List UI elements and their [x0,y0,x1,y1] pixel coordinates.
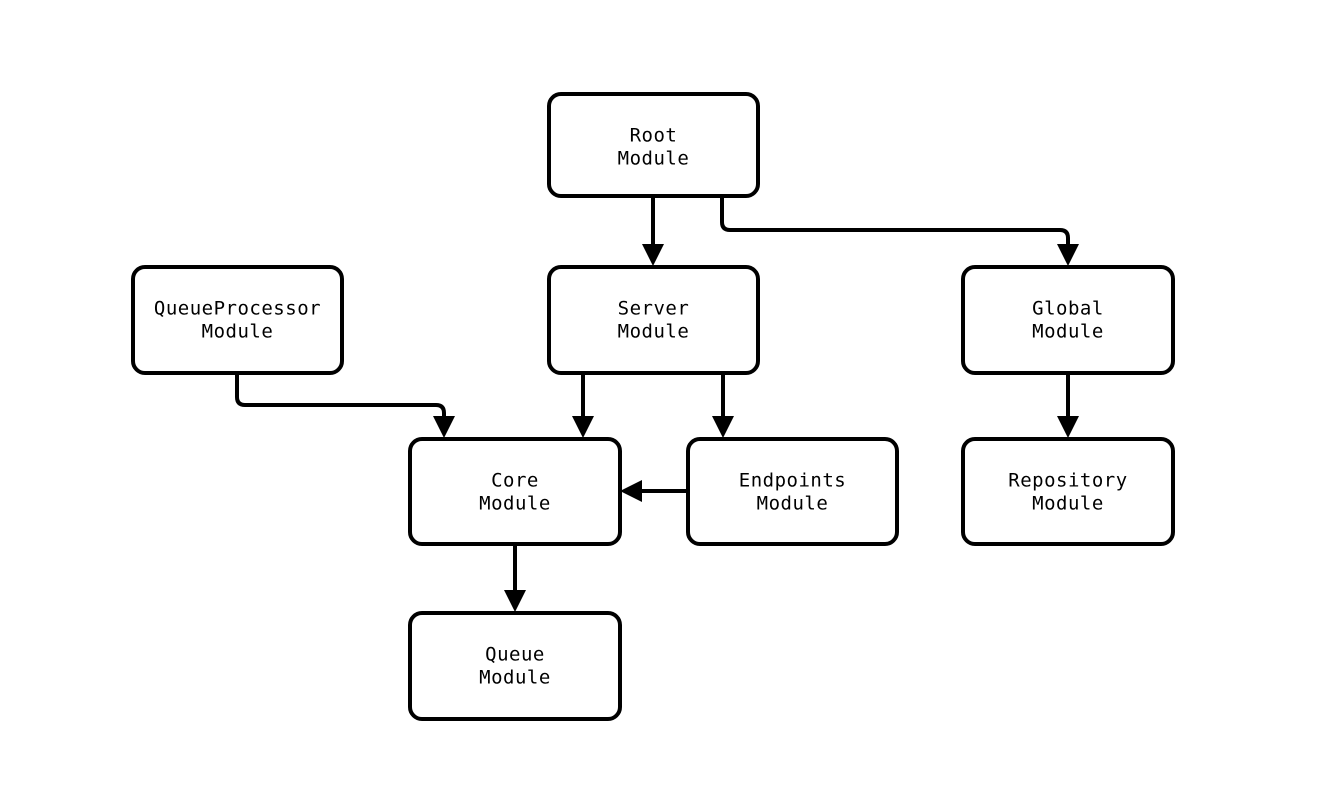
queueprocessor-module-node[interactable]: QueueProcessor Module [131,265,344,375]
edge-root-to-global-line [720,196,1070,252]
edge-root-to-server [642,196,664,266]
global-module-label-line1: Global [1032,298,1104,320]
server-module-box[interactable] [547,265,760,375]
core-module-box[interactable] [408,437,622,546]
endpoints-module-label-line2: Module [757,493,829,515]
edge-core-to-queue [504,544,526,612]
edge-root-to-global [720,196,1079,266]
edge-root-to-global-arrowhead [1057,244,1079,266]
repository-module-label-line1: Repository [1008,470,1127,492]
queue-module-node[interactable]: Queue Module [408,611,622,721]
core-module-label-line2: Module [479,493,551,515]
edge-server-to-core [572,373,594,438]
root-module-label-line2: Module [618,148,690,170]
endpoints-module-label-line1: Endpoints [739,470,846,492]
endpoints-module-node[interactable]: Endpoints Module [686,437,899,546]
global-module-box[interactable] [961,265,1175,375]
queue-module-box[interactable] [408,611,622,721]
queueprocessor-module-box[interactable] [131,265,344,375]
edge-endpoints-to-core [620,480,688,502]
edge-server-to-endpoints [712,373,734,438]
core-module-label-line1: Core [491,470,539,492]
edge-queueprocessor-to-core-line [235,373,446,424]
global-module-label-line2: Module [1032,321,1104,343]
core-module-node[interactable]: Core Module [408,437,622,546]
repository-module-label-line2: Module [1032,493,1104,515]
root-module-label-line1: Root [630,125,678,147]
edge-endpoints-to-core-arrowhead [620,480,642,502]
endpoints-module-box[interactable] [686,437,899,546]
repository-module-node[interactable]: Repository Module [961,437,1175,546]
queueprocessor-module-label-line2: Module [202,321,274,343]
edge-server-to-core-arrowhead [572,416,594,438]
edge-root-to-server-arrowhead [642,244,664,266]
edge-queueprocessor-to-core [235,373,455,438]
queueprocessor-module-label-line1: QueueProcessor [154,298,321,320]
queue-module-label-line1: Queue [485,644,545,666]
edge-global-to-repository [1057,373,1079,438]
server-module-label-line1: Server [618,298,690,320]
edge-queueprocessor-to-core-arrowhead [433,416,455,438]
global-module-node[interactable]: Global Module [961,265,1175,375]
root-module-node[interactable]: Root Module [547,92,760,198]
server-module-label-line2: Module [618,321,690,343]
repository-module-box[interactable] [961,437,1175,546]
server-module-node[interactable]: Server Module [547,265,760,375]
edge-global-to-repository-arrowhead [1057,416,1079,438]
root-module-box[interactable] [547,92,760,198]
edge-core-to-queue-arrowhead [504,590,526,612]
edge-server-to-endpoints-arrowhead [712,416,734,438]
queue-module-label-line2: Module [479,667,551,689]
